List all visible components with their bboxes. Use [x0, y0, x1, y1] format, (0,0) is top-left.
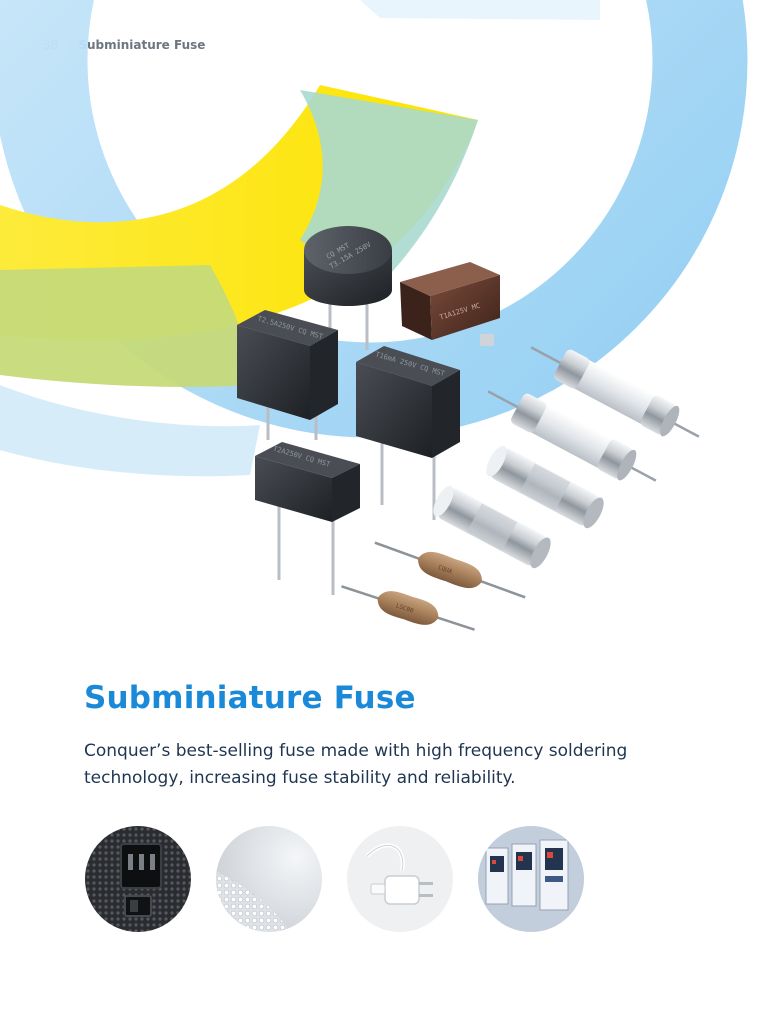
product-photo: CQ MST T3.15A 250V T1A125V MC T2.5A250V …	[237, 226, 700, 631]
iec-power-inlet-icon	[85, 826, 191, 932]
svg-text:CQUA: CQUA	[437, 564, 453, 576]
main-title: Subminiature Fuse	[84, 680, 416, 716]
app-image-power-socket	[85, 826, 191, 932]
electrical-cabinet-icon	[478, 826, 584, 932]
app-image-usb-charger	[347, 826, 453, 932]
cartridge-fuse-1	[486, 445, 604, 529]
axial-metal-fuse-1	[530, 346, 700, 438]
axial-tan-fuse-2: LSC00	[341, 585, 475, 631]
hero-illustration: CQ MST T3.15A 250V T1A125V MC T2.5A250V …	[0, 0, 748, 631]
axial-tan-fuse-1: CQUA	[374, 541, 526, 599]
smd-brown-fuse: T1A125V MC	[400, 262, 500, 346]
axial-metal-fuse-2	[487, 390, 657, 482]
main-description: Conquer’s best-selling fuse made with hi…	[84, 741, 628, 788]
section-title: Subminiature Fuse	[78, 38, 206, 52]
square-fuse-left: T2.5A250V CQ MST	[237, 310, 338, 440]
led-panel-icon	[216, 826, 322, 932]
cartridge-fuse-2	[433, 485, 551, 569]
app-image-led-light	[216, 826, 322, 932]
wall-charger-icon	[347, 826, 453, 932]
app-image-control-cabinet	[478, 826, 584, 932]
square-fuse-front: T2A250V CQ MST	[255, 442, 360, 595]
application-images	[85, 826, 605, 932]
